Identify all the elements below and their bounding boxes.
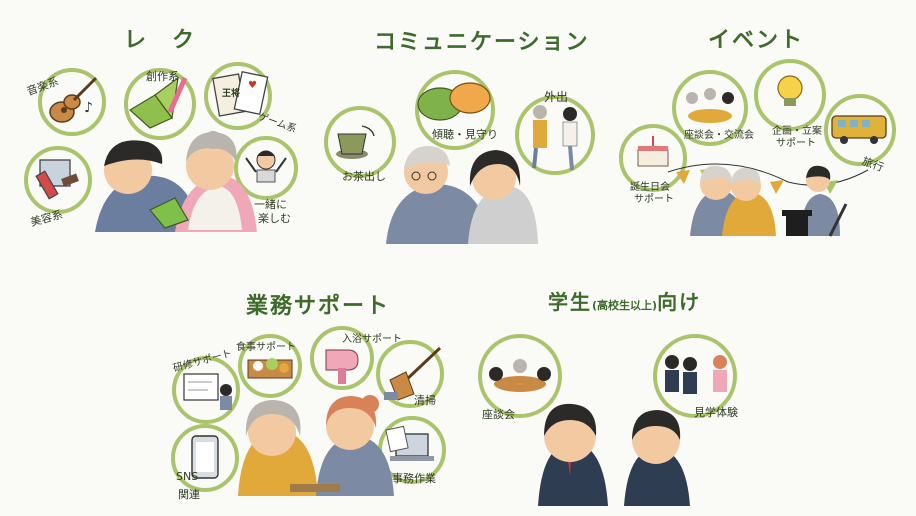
laptop-icon: [385, 425, 434, 461]
sns-circle: [171, 424, 239, 492]
label-enjoy-2: 楽しむ: [258, 212, 291, 225]
planning-circle: [754, 59, 826, 131]
students-illustration: [538, 403, 690, 506]
business-people-illustration: [238, 395, 394, 496]
label-card: 王将: [222, 89, 241, 99]
label-party: 座談会・交流会: [684, 130, 754, 141]
label-sns-2: 関連: [178, 488, 200, 501]
label-craft: 創作系: [146, 70, 179, 83]
event-people-illustration: [667, 163, 869, 237]
guitar-icon: ♪: [49, 76, 98, 123]
smartphone-icon: [191, 435, 219, 479]
heading-student-paren: (高校生以上): [592, 299, 658, 312]
birthday-circle: [619, 124, 687, 192]
game-circle: [204, 62, 272, 130]
cosmetics-icon: [35, 159, 79, 200]
enjoy-circle: [234, 136, 298, 200]
roundtable-circle: [478, 334, 562, 418]
listen-circle: [415, 70, 495, 150]
origami-crane-icon: [128, 76, 188, 129]
student-roundtable-icon: [489, 359, 551, 392]
label-bath: 入浴サポート: [342, 334, 402, 345]
heading-student: 学生(高校生以上)向け: [548, 286, 701, 315]
label-listen: 傾聴・見守り: [432, 128, 498, 141]
label-cleaning: 清掃: [414, 394, 436, 407]
bus-icon: [831, 115, 887, 144]
cleaning-circle: [376, 340, 444, 408]
walking-people-icon: [532, 105, 578, 171]
beauty-circle: [24, 146, 92, 214]
broom-icon: [384, 346, 442, 401]
label-birthday-1: 誕生日会: [630, 182, 670, 193]
heading-rec: レ ク: [124, 28, 197, 53]
roundtable-party-icon: [686, 88, 734, 123]
outing-circle: [515, 95, 595, 175]
party-circle: [672, 70, 748, 146]
meal-circle: [238, 334, 302, 398]
happy-person-icon: [245, 150, 287, 183]
rec-people-illustration: [95, 131, 257, 232]
svg-text:♥: ♥: [248, 80, 257, 91]
cards-icon: ♥: [212, 70, 269, 117]
meal-tray-icon: [247, 358, 293, 379]
label-roundtable: 座談会: [482, 408, 515, 421]
student-tour-icon: [665, 355, 727, 394]
heading-event: イベント: [708, 28, 805, 53]
label-office: 事務作業: [392, 472, 436, 485]
label-sns-1: SNS: [176, 470, 199, 483]
travel-circle: [824, 94, 896, 166]
hair-dryer-icon: [325, 349, 359, 384]
speech-bubbles-icon: [417, 82, 491, 121]
heading-student-tail: 向け: [657, 290, 702, 314]
tea-circle: [324, 106, 396, 178]
heading-student-main: 学生: [548, 290, 592, 314]
lightbulb-icon: [777, 75, 803, 106]
tea-cup-icon: [336, 125, 375, 159]
label-enjoy-1: 一緒に: [254, 198, 287, 211]
music-circle: [38, 68, 106, 136]
heading-business: 業務サポート: [246, 294, 391, 319]
craft-circle: [124, 68, 196, 140]
heading-communication: コミュニケーション: [374, 30, 590, 55]
tour-circle: [653, 334, 737, 418]
label-meal: 食事サポート: [236, 342, 296, 353]
label-birthday-2: サポート: [634, 194, 674, 205]
bath-circle: [310, 326, 374, 390]
label-outing: 外出: [544, 90, 569, 104]
svg-text:♪: ♪: [84, 100, 93, 116]
label-planning-2: サポート: [776, 138, 816, 149]
whiteboard-icon: [183, 373, 232, 410]
communication-people-illustration: [386, 146, 538, 244]
label-tea: お茶出し: [342, 170, 386, 183]
training-circle: [172, 356, 240, 424]
birthday-cake-icon: [637, 136, 669, 167]
label-planning-1: 企画・立案: [772, 126, 822, 137]
label-tour: 見学体験: [694, 406, 738, 419]
